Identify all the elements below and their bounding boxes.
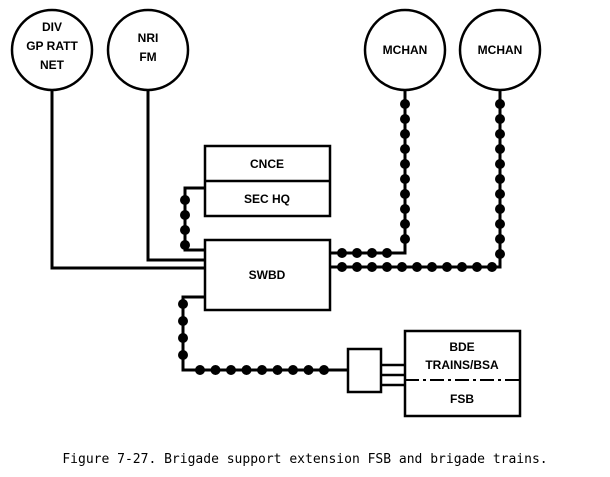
- wire-nri-fm-to-swbd: [146, 90, 205, 262]
- cable-bead: [495, 114, 505, 124]
- plain-wires: [50, 90, 205, 270]
- cable-bead: [400, 219, 410, 229]
- cnce-label: CNCE: [250, 157, 284, 171]
- cable-bead: [367, 248, 377, 258]
- cable-bead: [400, 144, 410, 154]
- cable-bead: [319, 365, 329, 375]
- node-nri-fm: NRI FM: [106, 8, 190, 92]
- cable-bead: [337, 248, 347, 258]
- wire-div-net-to-swbd: [50, 90, 205, 270]
- swbd-label: SWBD: [249, 268, 286, 282]
- cable-bead: [178, 316, 188, 326]
- cable-bead: [427, 262, 437, 272]
- cable-bead: [400, 204, 410, 214]
- cable-bead: [495, 159, 505, 169]
- cable-swbd-to-mchan-2: [330, 90, 502, 269]
- nri-fm-line-2: FM: [139, 50, 156, 64]
- node-mchan-1: MCHAN: [363, 8, 447, 92]
- div-net-line-1: DIV: [42, 20, 62, 34]
- cable-bead: [487, 262, 497, 272]
- cable-bead: [495, 129, 505, 139]
- node-cnce-sec-hq: CNCE SEC HQ: [203, 144, 332, 218]
- cable-swbd-to-mchan-1: [330, 90, 407, 255]
- fsb-label: FSB: [450, 392, 474, 406]
- cable-bead: [352, 248, 362, 258]
- cable-bead: [412, 262, 422, 272]
- cable-lines: [181, 90, 502, 372]
- cable-bead: [241, 365, 252, 375]
- cable-bead: [195, 365, 205, 375]
- node-swbd: SWBD: [203, 238, 332, 312]
- cable-bead: [337, 262, 347, 272]
- junction-box: [346, 347, 405, 394]
- cable-bead: [457, 262, 467, 272]
- mchan-1-label: MCHAN: [383, 43, 428, 57]
- cable-bead: [367, 262, 377, 272]
- cable-bead: [495, 144, 505, 154]
- nri-fm-line-1: NRI: [138, 31, 159, 45]
- cable-bead: [442, 262, 452, 272]
- cable-bead: [178, 299, 188, 309]
- cable-bead: [495, 99, 505, 109]
- cable-bead: [495, 189, 505, 199]
- cable-bead: [178, 350, 188, 360]
- cable-bead: [288, 365, 298, 375]
- cable-bead: [472, 262, 482, 272]
- cable-bead: [352, 262, 362, 272]
- cable-bead: [400, 114, 410, 124]
- bde-line-1: BDE: [449, 340, 474, 354]
- cable-bead: [495, 174, 505, 184]
- cable-bead: [178, 333, 188, 343]
- cable-bead: [400, 234, 410, 244]
- cable-bead: [180, 225, 190, 235]
- node-mchan-2: MCHAN: [458, 8, 542, 92]
- cable-bead: [382, 262, 392, 272]
- cable-bead: [210, 365, 221, 375]
- cable-bead: [400, 159, 410, 169]
- cable-bead: [272, 365, 283, 375]
- cable-bead: [400, 99, 410, 109]
- cable-bead: [397, 262, 407, 272]
- cable-bead: [257, 365, 267, 375]
- sec-hq-label: SEC HQ: [244, 192, 290, 206]
- node-bde-trains-fsb: BDE TRAINS/BSA FSB: [403, 329, 522, 418]
- cable-bead: [180, 195, 190, 205]
- cable-bead: [495, 249, 505, 259]
- mchan-2-label: MCHAN: [478, 43, 523, 57]
- cable-bead: [226, 365, 236, 375]
- cable-bead: [400, 189, 410, 199]
- cable-bead: [495, 234, 505, 244]
- cable-bead: [180, 210, 190, 220]
- cable-bead: [382, 248, 392, 258]
- div-net-line-2: GP RATT: [26, 39, 78, 53]
- node-div-gp-ratt-net: DIV GP RATT NET: [10, 8, 94, 92]
- cable-bead: [495, 204, 505, 214]
- cable-beads: [178, 99, 505, 375]
- cable-bead: [495, 219, 505, 229]
- figure-caption: Figure 7-27. Brigade support extension F…: [62, 452, 548, 467]
- cable-bead: [400, 174, 410, 184]
- cable-bead: [400, 129, 410, 139]
- cable-bead: [303, 365, 314, 375]
- bde-line-2: TRAINS/BSA: [425, 358, 499, 372]
- cable-bead: [180, 240, 190, 250]
- div-net-line-3: NET: [40, 58, 65, 72]
